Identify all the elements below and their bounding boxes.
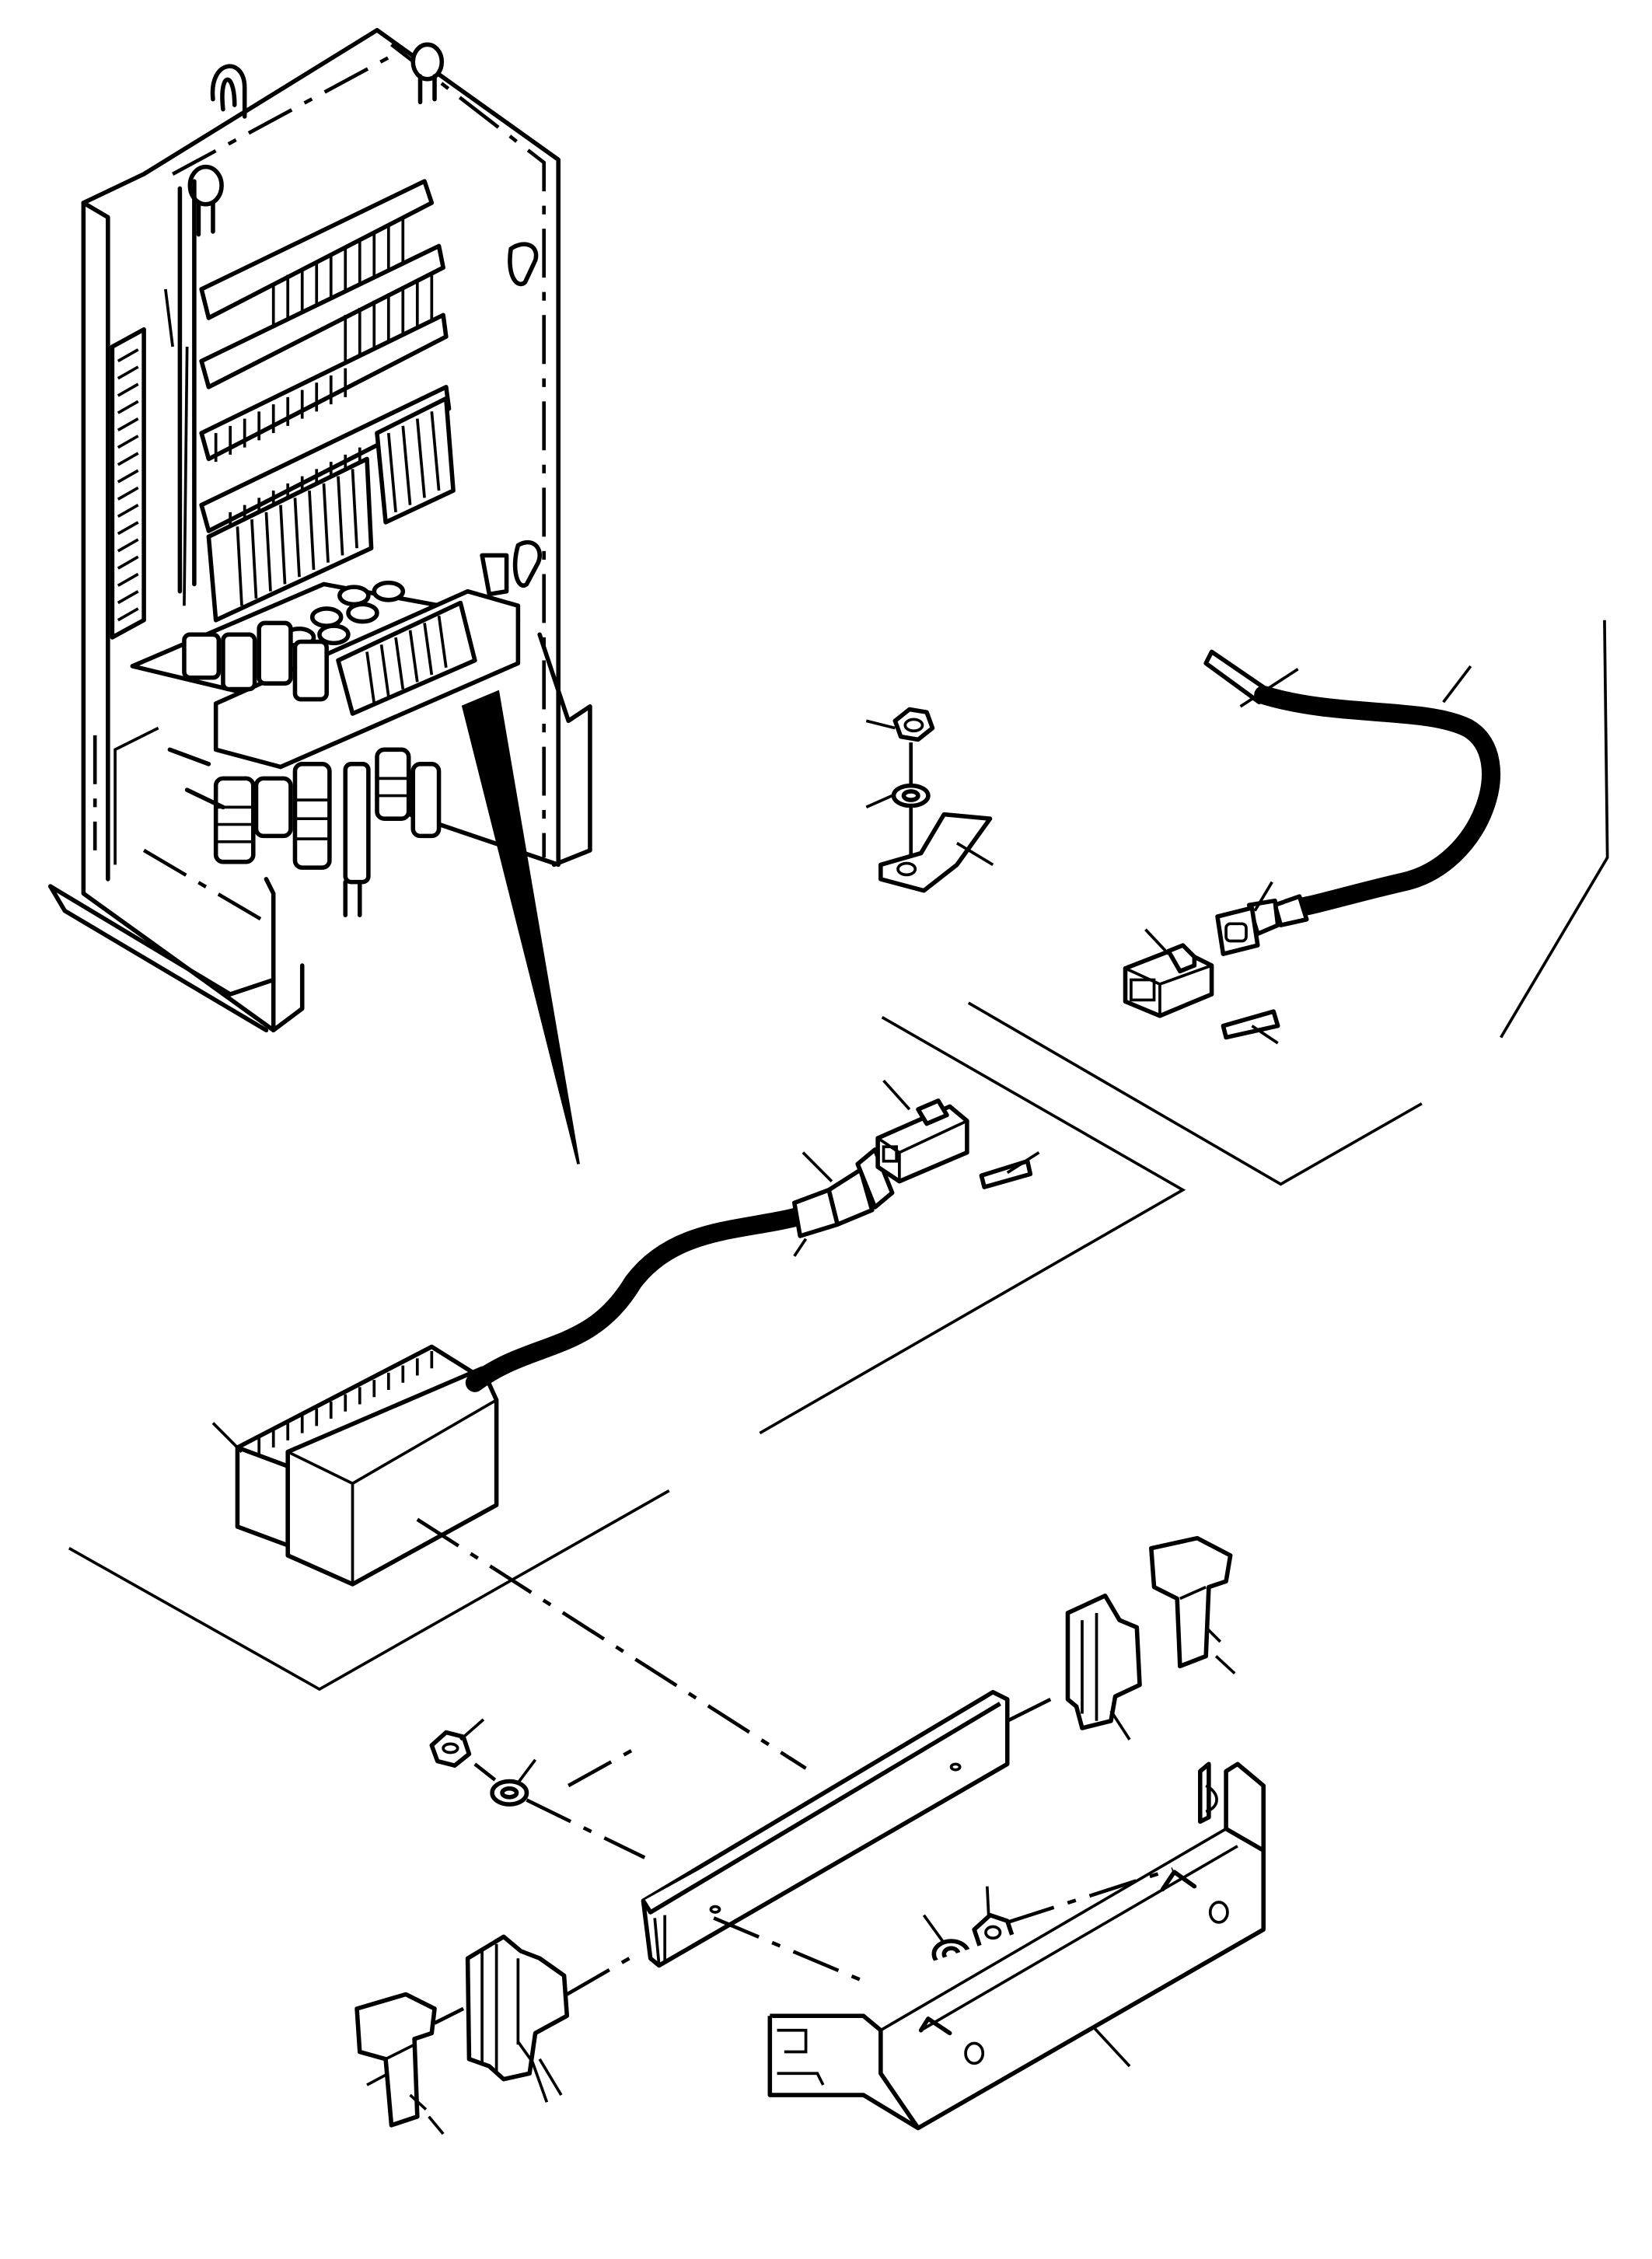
ground-strap-icon (878, 812, 994, 893)
cable-harness-icon (1203, 649, 1500, 956)
detail-panel-middle (68, 1016, 1186, 1770)
terminal-block-module-icon (211, 1344, 807, 1770)
connector-pin-icon (979, 1151, 1040, 1189)
mounting-rail-icon (568, 1689, 1052, 1968)
rail-assembly (354, 1535, 1266, 2135)
end-clamp-icon (354, 1992, 465, 2135)
detail-panel-upper (865, 620, 1609, 1186)
end-clamp-icon (1149, 1535, 1236, 1675)
connector-housing-icon (1123, 928, 1214, 1018)
detail-pointer (461, 690, 580, 1164)
terminal-rows (164, 179, 456, 623)
hex-nut-icon (865, 707, 935, 742)
connector-housing-icon (875, 1079, 969, 1184)
electrical-cabinet (48, 28, 592, 1033)
cable-glands (182, 620, 442, 917)
cable-harness-icon (465, 1147, 895, 1392)
hex-nut-icon (429, 1718, 485, 1768)
mounting-bracket-icon (767, 1761, 1266, 2131)
terminal-stop-icon (1065, 1593, 1142, 1741)
terminal-stop-icon (465, 1934, 643, 2103)
wire-duct (110, 327, 146, 640)
lifting-eye-icon (187, 42, 445, 237)
connector-pin-icon (1221, 1009, 1280, 1045)
washer-icon (473, 1758, 646, 1859)
washer-icon (865, 742, 931, 858)
